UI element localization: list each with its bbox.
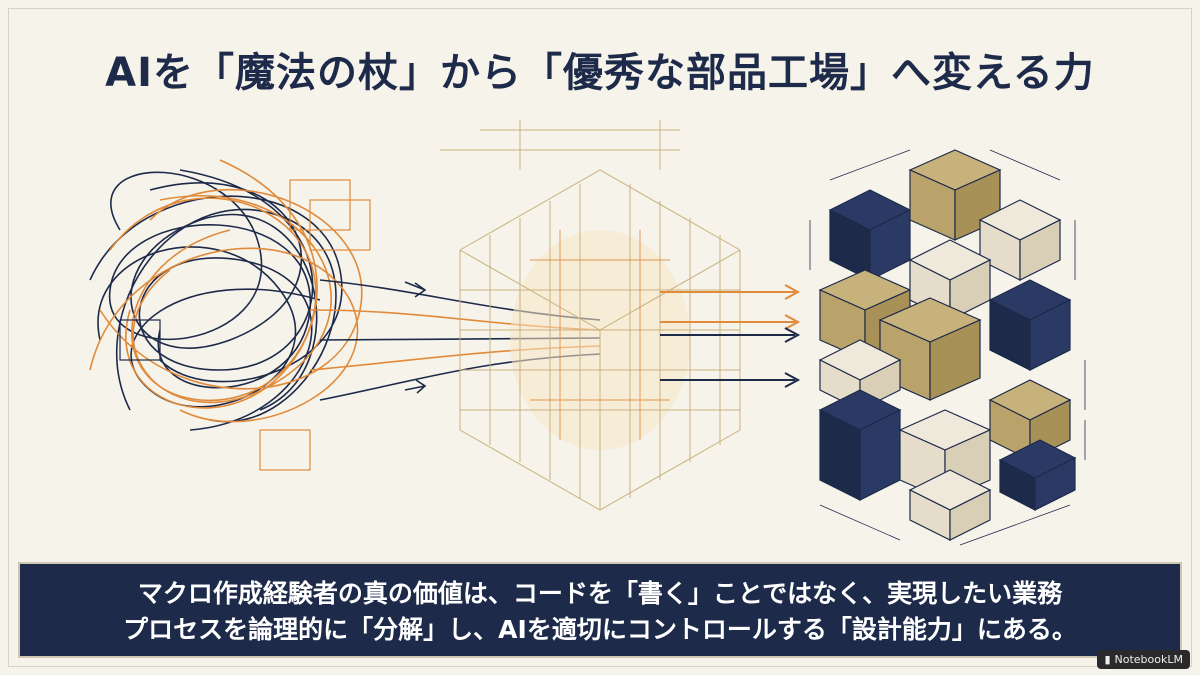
design-grid: [440, 120, 741, 511]
slide-title: AIを「魔法の杖」から「優秀な部品工場」へ変える力: [105, 50, 1095, 96]
illustration: [89, 120, 1086, 546]
tangled-lines: [89, 159, 371, 471]
notebook-icon: ▮: [1104, 653, 1111, 666]
parts-blocks: [809, 149, 1086, 546]
caption-text: マクロ作成経験者の真の価値は、コードを「書く」ことではなく、実現したい業務 プロ…: [20, 576, 1180, 648]
caption-box: マクロ作成経験者の真の価値は、コードを「書く」ことではなく、実現したい業務 プロ…: [18, 562, 1182, 658]
output-arrows: [660, 284, 801, 388]
notebooklm-badge: ▮NotebookLM: [1097, 650, 1190, 669]
caption-line-2: プロセスを論理的に「分解」し、AIを適切にコントロールする「設計能力」にある。: [123, 615, 1077, 644]
slide-frame: [8, 8, 1192, 667]
badge-label: NotebookLM: [1114, 653, 1183, 666]
caption-line-1: マクロ作成経験者の真の価値は、コードを「書く」ことではなく、実現したい業務: [137, 579, 1063, 608]
